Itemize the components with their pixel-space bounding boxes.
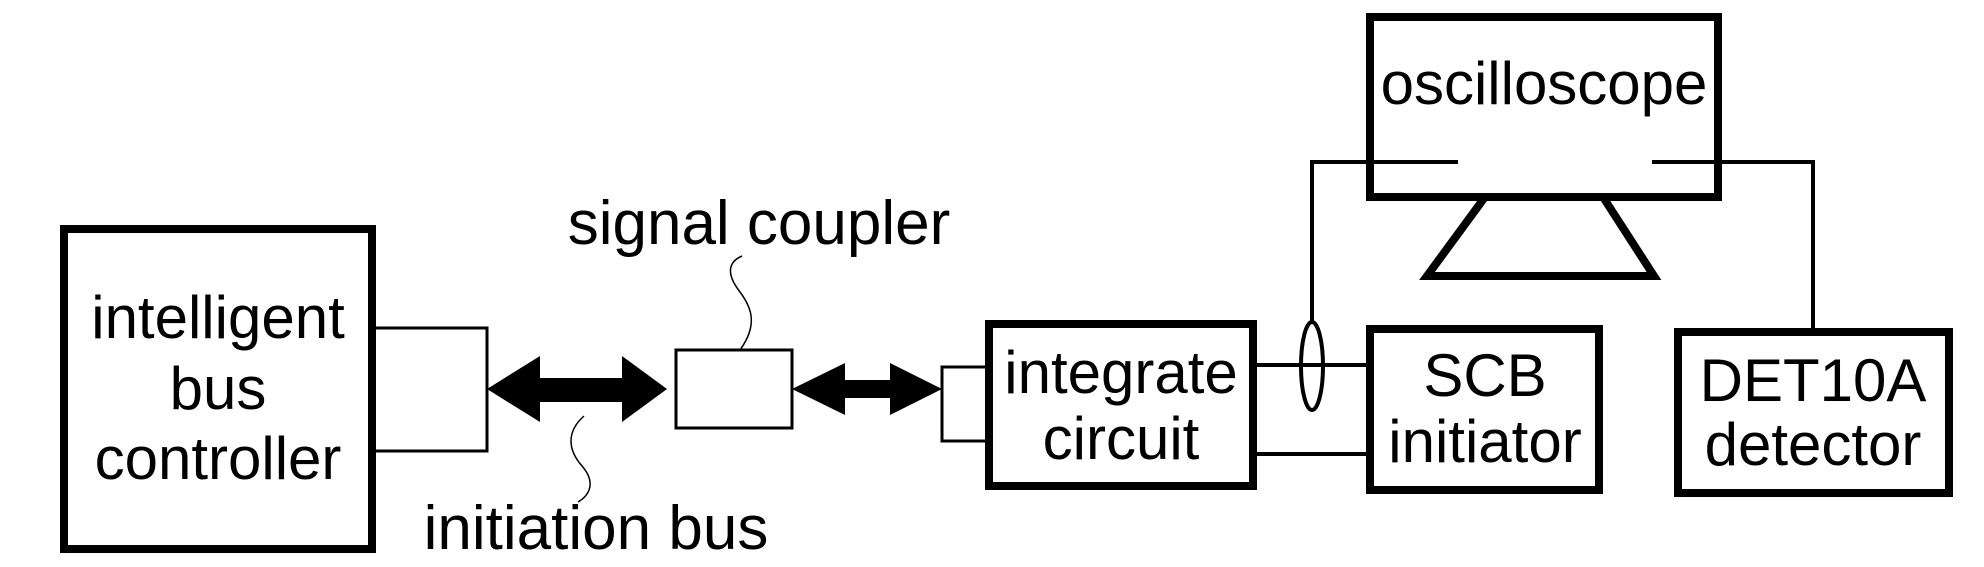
integrate-circuit-box: [985, 320, 1257, 490]
det-label-line2: detector: [1705, 411, 1922, 478]
det-label-line1: DET10A: [1700, 347, 1927, 414]
signal-coupler-leader: [729, 255, 753, 351]
signal-coupler-box: [674, 348, 794, 430]
det10a-detector-box: [1674, 328, 1953, 497]
integrate-circuit-block: integrate circuit: [985, 320, 1257, 490]
oscilloscope-label: oscilloscope: [1381, 50, 1708, 117]
scb-initiator-block: SCB initiator: [1366, 325, 1603, 494]
integrate-label-line2: circuit: [1043, 405, 1200, 472]
circuit-bus-arrow: [792, 363, 942, 415]
signal-coupler-label: signal coupler: [568, 189, 951, 258]
initiation-bus-leader: [570, 415, 591, 503]
controller-label-line2: bus: [170, 355, 267, 422]
integrate-port: [940, 365, 991, 443]
oscilloscope-stand: [1419, 194, 1662, 280]
controller-box: [60, 225, 376, 553]
oscilloscope-box: [1366, 13, 1722, 201]
controller-block: intelligent bus controller: [60, 225, 376, 553]
scb-initiator-box: [1366, 325, 1603, 494]
controller-port: [372, 326, 489, 453]
detector-lead: [1652, 160, 1815, 332]
controller-label-line1: intelligent: [91, 284, 345, 351]
controller-label-line3: controller: [95, 425, 342, 492]
probe-lead: [1310, 160, 1458, 322]
scb-label-line2: initiator: [1388, 408, 1581, 475]
initiation-bus-arrow: [487, 356, 667, 422]
integrate-label-line1: integrate: [1004, 339, 1238, 406]
oscilloscope-block: oscilloscope: [1366, 13, 1722, 280]
scb-label-line1: SCB: [1423, 342, 1546, 409]
det10a-detector-block: DET10A detector: [1674, 328, 1953, 497]
initiation-bus-label: initiation bus: [424, 494, 769, 563]
